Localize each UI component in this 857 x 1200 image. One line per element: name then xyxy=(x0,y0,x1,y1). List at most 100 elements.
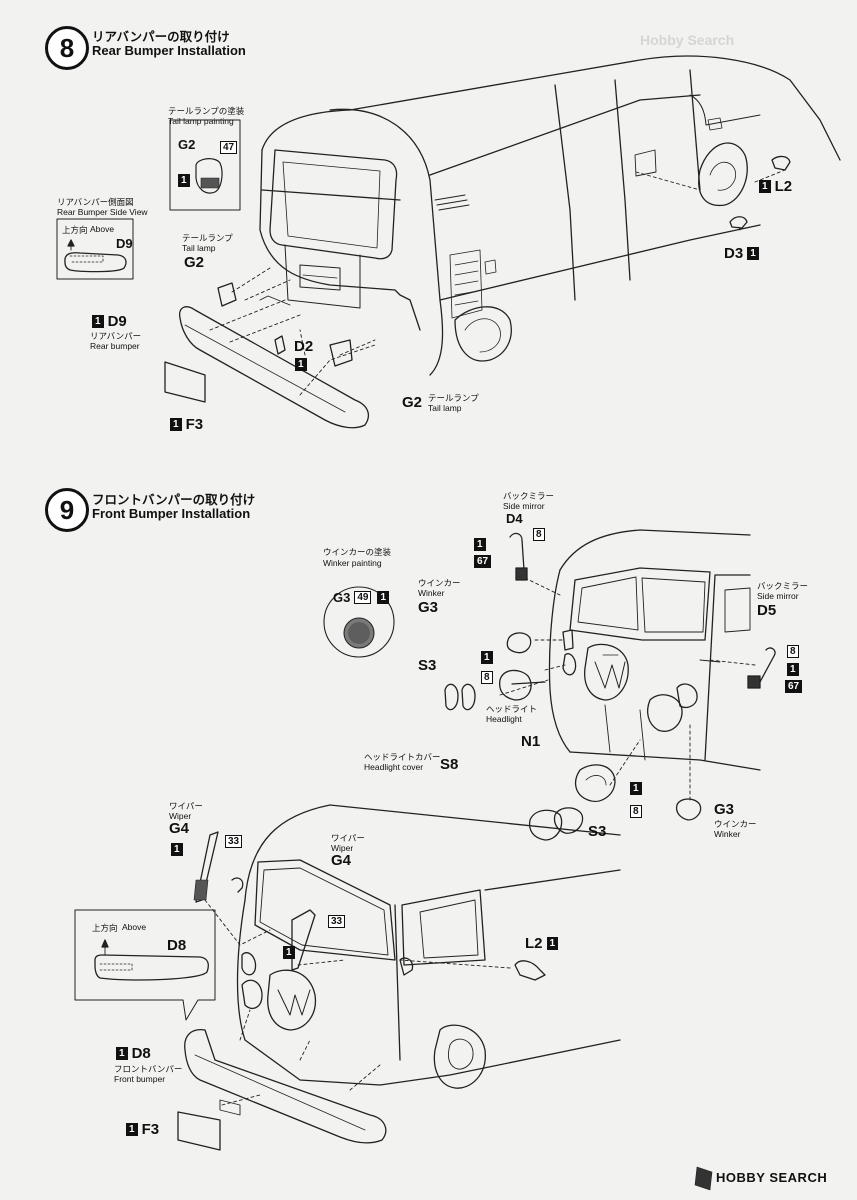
side-view-part: D9 xyxy=(116,236,133,251)
wiper-mid-part: G4 xyxy=(331,852,352,869)
front-f3-qty: 1 xyxy=(126,1123,138,1136)
headlight-lower-qty: 1 xyxy=(630,782,642,796)
above-jp-8: 上方向 xyxy=(62,225,88,235)
wiper-left-qty: 1 xyxy=(171,843,183,857)
g3-bottom-part: G3 xyxy=(714,801,735,818)
watermark-top: Hobby Search xyxy=(640,32,735,48)
headlight-qty: 1 xyxy=(481,651,493,665)
l2-part-8: L2 xyxy=(774,178,793,195)
hl-cover-jp: ヘッドライトカバー xyxy=(364,752,441,762)
rear-bumper-part: D9 xyxy=(107,313,127,330)
front-bumper-drawing xyxy=(177,831,546,1151)
front-bumper-jp: フロントバンパー xyxy=(114,1064,183,1074)
tail-paint-color-code: 47 xyxy=(220,141,238,155)
front-van-body-lower xyxy=(236,804,621,1089)
footer-logo: HOBBY SEARCH xyxy=(716,1170,828,1185)
side-view-jp: リアバンパー側面図 xyxy=(57,197,134,207)
above-en-9: Above xyxy=(122,922,147,932)
rear-bumper-en: Rear bumper xyxy=(90,341,140,351)
step-9-number: 9 xyxy=(45,488,89,532)
winker-paint-color: 49 xyxy=(354,591,372,604)
front-bumper-part: D8 xyxy=(131,1045,151,1062)
mirror-left-qty: 1 xyxy=(474,538,486,552)
winker-paint-part: G3 xyxy=(333,590,351,605)
wiper-left-color: 33 xyxy=(225,835,243,849)
callout-part: D8 xyxy=(167,937,187,954)
headlight-lower-color: 8 xyxy=(630,805,642,819)
step-8-number: 8 xyxy=(45,26,89,70)
mirror-right-part: D5 xyxy=(757,602,777,619)
mirror-right-jp: バックミラー xyxy=(757,581,809,591)
winker-en: Winker xyxy=(418,588,445,598)
hl-cover-en: Headlight cover xyxy=(364,762,424,772)
mirror-left-color-8: 8 xyxy=(533,528,545,542)
headlight-en: Headlight xyxy=(486,714,522,724)
front-f3-part: F3 xyxy=(141,1121,160,1138)
front-van-body-top xyxy=(548,529,761,771)
winker-paint-qty: 1 xyxy=(377,591,390,604)
n1-part: N1 xyxy=(521,733,541,750)
wiper-mid-en: Wiper xyxy=(331,843,354,853)
s3-part-top: S3 xyxy=(418,657,437,674)
tail-paint-box xyxy=(169,119,241,211)
winker-part: G3 xyxy=(418,599,439,616)
g2-bottom-en: Tail lamp xyxy=(428,403,462,413)
tail-lamp-part: G2 xyxy=(184,254,205,271)
wiper-left-part: G4 xyxy=(169,820,190,837)
side-view-en: Rear Bumper Side View xyxy=(57,207,148,217)
mirror-left-color-67: 67 xyxy=(474,555,492,569)
wiper-mid-color: 33 xyxy=(328,915,346,929)
d3-part: D3 xyxy=(724,245,744,262)
rear-bumper-drawing xyxy=(164,282,369,429)
rear-van-body xyxy=(259,55,841,376)
step9-top-parts xyxy=(444,532,776,841)
mirror-left-part: D4 xyxy=(506,511,523,526)
wiper-mid-jp: ワイパー xyxy=(331,833,365,843)
step-8-title-jp: リアバンパーの取り付け xyxy=(92,30,230,44)
headlight-jp: ヘッドライト xyxy=(486,704,538,714)
wiper-left-jp: ワイパー xyxy=(169,801,203,811)
wiper-mid-qty: 1 xyxy=(283,946,295,960)
mirror-left-en: Side mirror xyxy=(503,501,545,511)
mirror-left-jp: バックミラー xyxy=(503,491,555,501)
front-bumper-en: Front bumper xyxy=(114,1074,166,1084)
step9-bottom-leaders xyxy=(204,899,511,1106)
rear-bumper-jp: リアバンパー xyxy=(90,331,142,341)
rear-bumper-qty: 1 xyxy=(92,315,104,328)
s3-part-bottom: S3 xyxy=(588,823,607,840)
rear-f3-part: F3 xyxy=(185,416,204,433)
winker-jp: ウインカー xyxy=(418,578,461,588)
g2-bottom-part: G2 xyxy=(402,394,423,411)
mirror-right-color-67: 67 xyxy=(785,680,803,694)
mirror-right-en: Side mirror xyxy=(757,591,799,601)
g3-bottom-en: Winker xyxy=(714,829,741,839)
winker-paint-jp: ウインカーの塗装 xyxy=(323,547,392,557)
step9-top-leaders xyxy=(499,577,756,801)
l2-qty-8: 1 xyxy=(759,180,771,193)
tail-painting-en: Tail lamp painting xyxy=(168,116,234,126)
g3-bottom-jp: ウインカー xyxy=(714,819,757,829)
tail-lamp-en: Tail lamp xyxy=(182,243,216,253)
tail-lamp-jp: テールランプ xyxy=(182,233,233,243)
rear-f3-qty: 1 xyxy=(170,418,182,431)
d2-part: D2 xyxy=(294,338,314,355)
mirror-right-color-8: 8 xyxy=(787,645,799,659)
l2-qty-9: 1 xyxy=(546,937,559,950)
wiper-left-en: Wiper xyxy=(169,811,192,821)
tail-painting-jp: テールランプの塗装 xyxy=(168,106,245,116)
step-8-title-en: Rear Bumper Installation xyxy=(92,43,246,58)
step-9-title-en: Front Bumper Installation xyxy=(92,506,251,521)
above-jp-9: 上方向 xyxy=(92,923,118,933)
g2-bottom-jp: テールランプ xyxy=(428,393,479,403)
tail-paint-part: G2 xyxy=(178,137,196,152)
d2-qty: 1 xyxy=(295,358,307,372)
step-9-title-jp: フロントバンパーの取り付け xyxy=(92,493,256,507)
s8-part: S8 xyxy=(440,756,459,773)
d3-qty: 1 xyxy=(747,247,759,260)
front-bumper-qty: 1 xyxy=(116,1047,128,1060)
l2-part-9: L2 xyxy=(525,935,543,952)
tail-paint-qty: 1 xyxy=(178,174,190,188)
headlight-color: 8 xyxy=(481,671,493,685)
